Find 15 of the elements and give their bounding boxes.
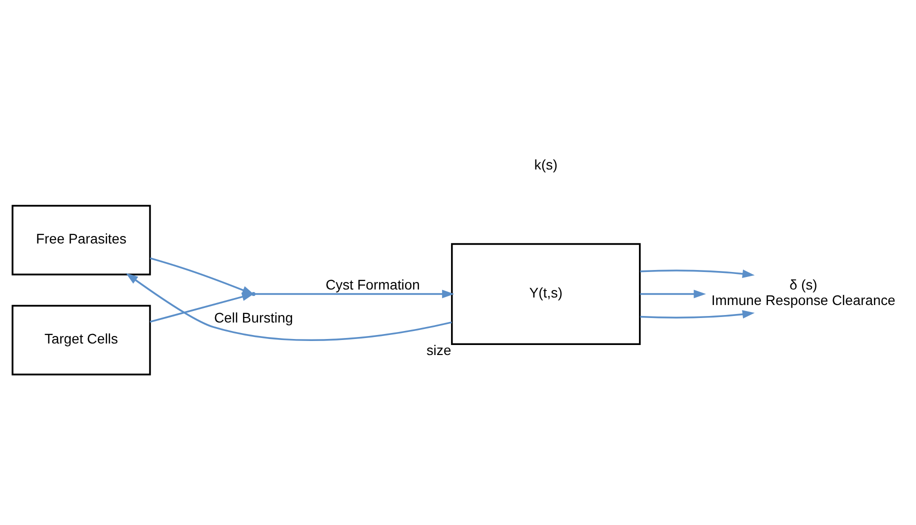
node-box: Target Cells — [12, 304, 151, 376]
arrow — [640, 270, 755, 278]
arrow — [126, 273, 452, 341]
node-text: δ (s) Immune Response Clearance — [711, 276, 896, 308]
arrow — [150, 292, 254, 323]
node-box: Free Parasites — [12, 204, 151, 276]
edge-label: Cell Bursting — [214, 310, 293, 326]
node-box: Y(t,s) — [451, 243, 641, 345]
node-point — [252, 292, 256, 296]
arrow — [640, 310, 755, 319]
edge-label: Cyst Formation — [326, 276, 420, 293]
node-label: size — [426, 342, 452, 358]
arrow — [640, 290, 706, 298]
label: k(s) — [534, 156, 558, 172]
arrow — [255, 290, 454, 298]
